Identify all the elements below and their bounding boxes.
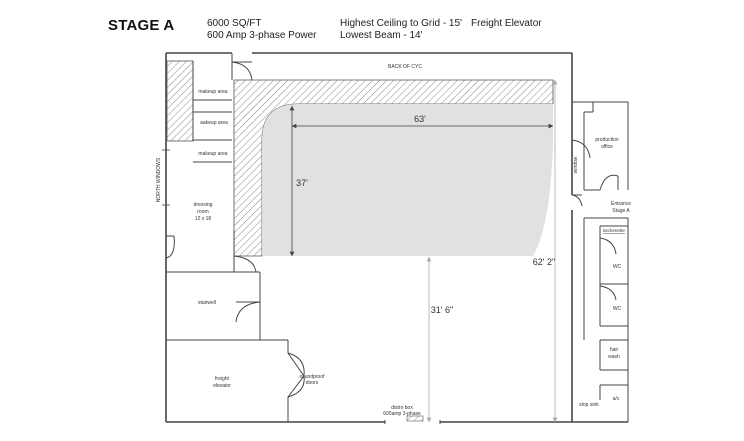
ac-label: a/c [613,396,620,402]
distro-box [406,415,424,422]
bottom-wall-openings [384,420,441,424]
dim-lines-dark [289,105,554,257]
freight-elevator-label-1: freight [215,376,230,382]
beam-spec: Lowest Beam - 14' [340,30,423,41]
soundproof-doors-label-2: doors [306,380,319,386]
makeup-area-label-1: makeup area [198,89,227,95]
dressing-room-size: 12 x 18 [195,216,212,222]
makeup-walls [192,53,253,256]
dim-lines-light [426,79,558,423]
elevator-spec: Freight Elevator [471,18,542,29]
entrance-label-1: Entrance [611,201,631,207]
entrance-label-2: Stage A [612,208,630,214]
window-label: window [573,156,579,173]
dim-floor-depth: 31' 6" [431,305,453,315]
sqft-spec: 6000 SQ/FT [207,18,262,29]
wc-label-2: WC [613,306,622,312]
back-of-cyc-label: BACK OF CYC [388,64,422,70]
left-rooms [165,235,305,422]
makeup-area-label-2: aakeup area [200,120,228,126]
slop-sink-label: slop sink [579,402,599,408]
wc-label-1: WC [613,264,622,270]
north-windows-label: NORTH WINDOWS [156,157,162,202]
hair-wash-label-2: wash [608,354,620,360]
page-title: STAGE A [108,17,175,34]
makeup-area-label-3: makeup area [198,151,227,157]
production-office-label-1: production [595,137,619,143]
right-rooms [571,101,629,422]
dim-stage-length: 62' 2" [533,257,555,267]
production-office-label-2: office [601,144,613,150]
distro-box-label-1: distro box [391,405,413,411]
freight-elevator-label-2: elevator [213,383,231,389]
hair-wash-label-1: hair [610,347,619,353]
dim-cyc-depth: 37' [296,178,308,188]
dressing-room-label-2: room [197,209,208,215]
outer-walls [165,52,628,423]
kitchenette-label: kitchenette [603,228,625,233]
dressing-room-label-1: dressing [194,202,213,208]
stairwell-label: stairwell [198,300,216,306]
ceiling-spec: Highest Ceiling to Grid - 15' [340,18,462,29]
power-spec: 600 Amp 3-phase Power [207,30,317,41]
window-hatch [166,60,194,142]
soundproof-doors-label-1: soundproof [299,374,325,380]
distro-box-label-2: 600amp 3-phase [383,411,421,417]
north-windows [162,149,170,206]
dim-cyc-width: 63' [414,114,426,124]
cyc-floor [262,104,553,256]
